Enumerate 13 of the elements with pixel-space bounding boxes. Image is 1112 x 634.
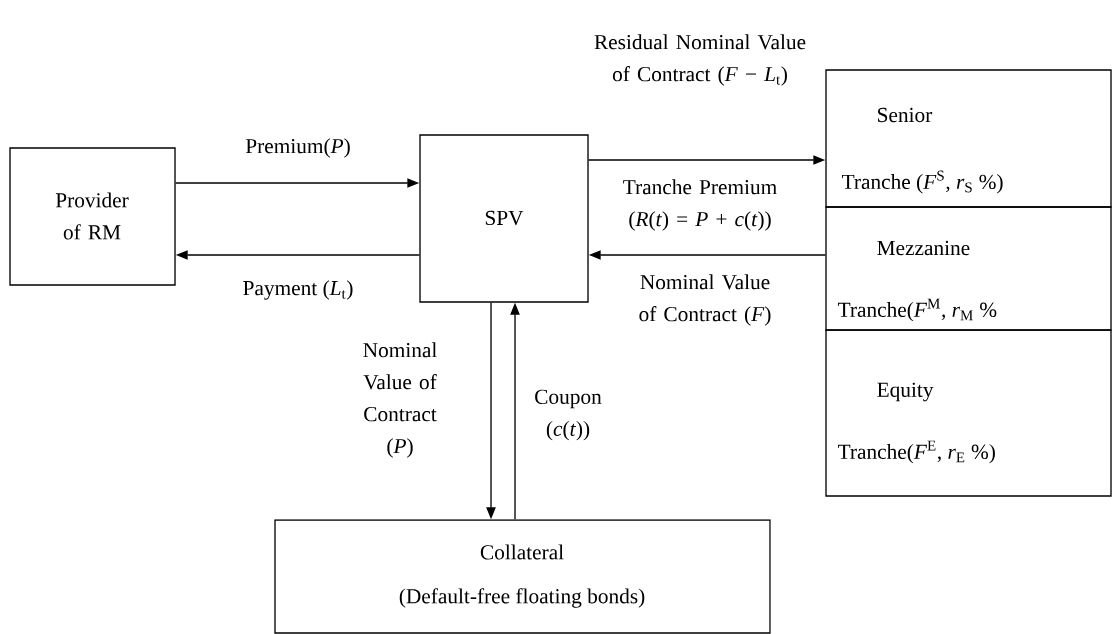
process-box: Mezzanine Tranche(F$^{M}$, r$_{M}$ % [825, 206, 1112, 331]
edge-label: Nominal Value of Contract (F) [620, 273, 790, 327]
process-box: Senior Tranche (F$^{S}$, r$_{S}$ %) [825, 69, 1112, 208]
edge-label: Coupon (c(t)) [525, 388, 611, 442]
process-box: Equity Tranche(F$^{E}$, r$_{E}$ %) [825, 329, 1112, 497]
process-box: Collateral (Default-free floating bonds) [274, 519, 771, 634]
edge-label: Payment (L$_{t}$) [241, 278, 355, 302]
note-text: Residual Nominal Value of Contract (F − L$_{t}$) [594, 34, 806, 86]
process-box: SPV [419, 134, 589, 303]
edge-label: Tranche Premium (R(t) = P + c(t)) [615, 178, 785, 232]
edge-label: Premium(P) [243, 137, 353, 159]
process-box: Provider of RM [9, 147, 176, 286]
edge-label: Nominal Value of Contract (P) [357, 341, 443, 459]
